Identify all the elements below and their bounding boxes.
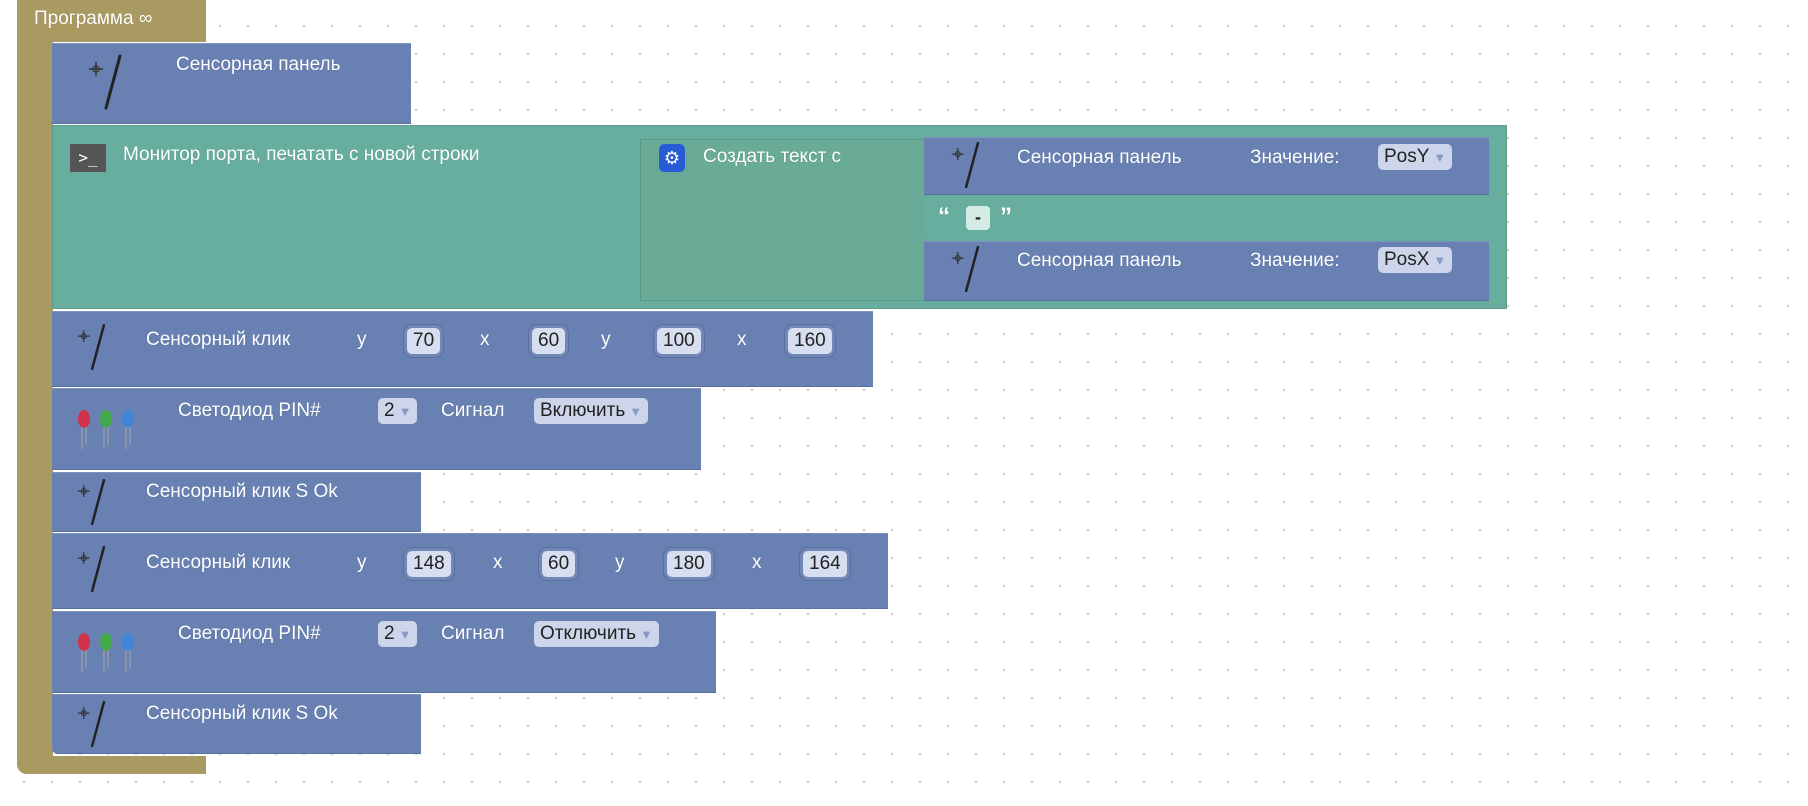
pin-dropdown[interactable]: 2▼: [378, 398, 418, 424]
y-label: y: [357, 552, 367, 573]
terminal-icon: >_: [70, 144, 106, 172]
value-dropdown-y[interactable]: PosY▼: [1378, 144, 1453, 170]
signal-value: Включить: [540, 400, 626, 421]
x-label: x: [493, 552, 503, 573]
dropdown-value: PosX: [1384, 249, 1430, 270]
led-block-1[interactable]: Светодиод PIN# 2▼ Сигнал Включить▼: [52, 388, 701, 470]
x2-input[interactable]: 160: [788, 328, 832, 354]
touch-pen-icon: [946, 242, 988, 296]
pin-value: 2: [384, 623, 395, 644]
chevron-down-icon: ▼: [629, 404, 643, 419]
chevron-down-icon: ▼: [398, 404, 412, 419]
touch-click-label: Сенсорный клик: [146, 552, 291, 573]
touch-click-ok-label: Сенсорный клик S Ok: [146, 481, 338, 502]
chevron-down-icon: ▼: [398, 627, 412, 642]
y1-input[interactable]: 148: [407, 551, 451, 577]
signal-dropdown[interactable]: Включить▼: [534, 398, 649, 424]
chevron-down-icon: ▼: [1433, 253, 1447, 268]
signal-dropdown[interactable]: Отключить▼: [534, 621, 659, 647]
value-label: Значение:: [1250, 250, 1340, 271]
touch-click-label: Сенсорный клик: [146, 329, 291, 350]
y-label: y: [601, 329, 611, 350]
y2-input[interactable]: 180: [667, 551, 711, 577]
program-title: Программа ∞: [34, 8, 153, 29]
open-quote: “: [938, 203, 950, 230]
x1-input[interactable]: 60: [542, 551, 576, 577]
touch-panel-label: Сенсорная панель: [176, 54, 341, 75]
program-body-bar: [17, 40, 53, 774]
led-label: Светодиод PIN#: [178, 400, 321, 421]
y-label: y: [357, 329, 367, 350]
separator-text-field[interactable]: -: [966, 206, 990, 230]
touch-pen-icon: [946, 138, 988, 192]
touch-click-block-2[interactable]: Сенсорный клик y 148 x 60 y 180 x 164: [52, 533, 888, 609]
y-label: y: [615, 552, 625, 573]
led-icon: [74, 405, 144, 455]
led-block-2[interactable]: Светодиод PIN# 2▼ Сигнал Отключить▼: [52, 611, 716, 693]
signal-value: Отключить: [540, 623, 637, 644]
value-dropdown-x[interactable]: PosX▼: [1378, 247, 1453, 273]
touch-value-label: Сенсорная панель: [1017, 250, 1182, 271]
pin-dropdown[interactable]: 2▼: [378, 621, 418, 647]
x1-input[interactable]: 60: [532, 328, 566, 354]
close-quote: ”: [1000, 203, 1012, 230]
create-text-label: Создать текст с: [703, 146, 842, 167]
signal-label: Сигнал: [441, 623, 505, 644]
touch-value-block-y[interactable]: Сенсорная панель Значение: PosY▼: [924, 137, 1489, 195]
led-label: Светодиод PIN#: [178, 623, 321, 644]
touch-pen-icon: [72, 697, 114, 751]
touch-value-label: Сенсорная панель: [1017, 147, 1182, 168]
touch-pen-icon: [72, 475, 114, 529]
program-bottom-bar: [17, 756, 206, 774]
text-literal-block[interactable]: “ - ”: [924, 197, 1041, 239]
touch-click-block-1[interactable]: Сенсорный клик y 70 x 60 y 100 x 160: [52, 311, 873, 387]
x-label: x: [752, 552, 762, 573]
chevron-down-icon: ▼: [1433, 150, 1447, 165]
y1-input[interactable]: 70: [407, 328, 441, 354]
x2-input[interactable]: 164: [803, 551, 847, 577]
value-label: Значение:: [1250, 147, 1340, 168]
touch-panel-block[interactable]: Сенсорная панель: [52, 43, 411, 124]
dropdown-value: PosY: [1384, 146, 1430, 167]
gear-icon[interactable]: ⚙: [659, 144, 685, 172]
pin-value: 2: [384, 400, 395, 421]
touch-pen-icon: [72, 542, 114, 596]
touch-pen-icon: [82, 52, 132, 112]
x-label: x: [480, 329, 490, 350]
touch-click-ok-label: Сенсорный клик S Ok: [146, 703, 338, 724]
led-icon: [74, 628, 144, 678]
create-text-block[interactable]: ⚙ Создать текст с: [640, 139, 926, 301]
serial-print-label: Монитор порта, печатать с новой строки: [123, 144, 480, 165]
touch-value-block-x[interactable]: Сенсорная панель Значение: PosX▼: [924, 241, 1489, 301]
touch-click-ok-block-1[interactable]: Сенсорный клик S Ok: [52, 472, 421, 532]
signal-label: Сигнал: [441, 400, 505, 421]
chevron-down-icon: ▼: [640, 627, 653, 642]
y2-input[interactable]: 100: [657, 328, 701, 354]
x-label: x: [737, 329, 747, 350]
program-block[interactable]: [17, 0, 206, 42]
touch-click-ok-block-2[interactable]: Сенсорный клик S Ok: [52, 694, 421, 754]
touch-pen-icon: [72, 320, 114, 374]
